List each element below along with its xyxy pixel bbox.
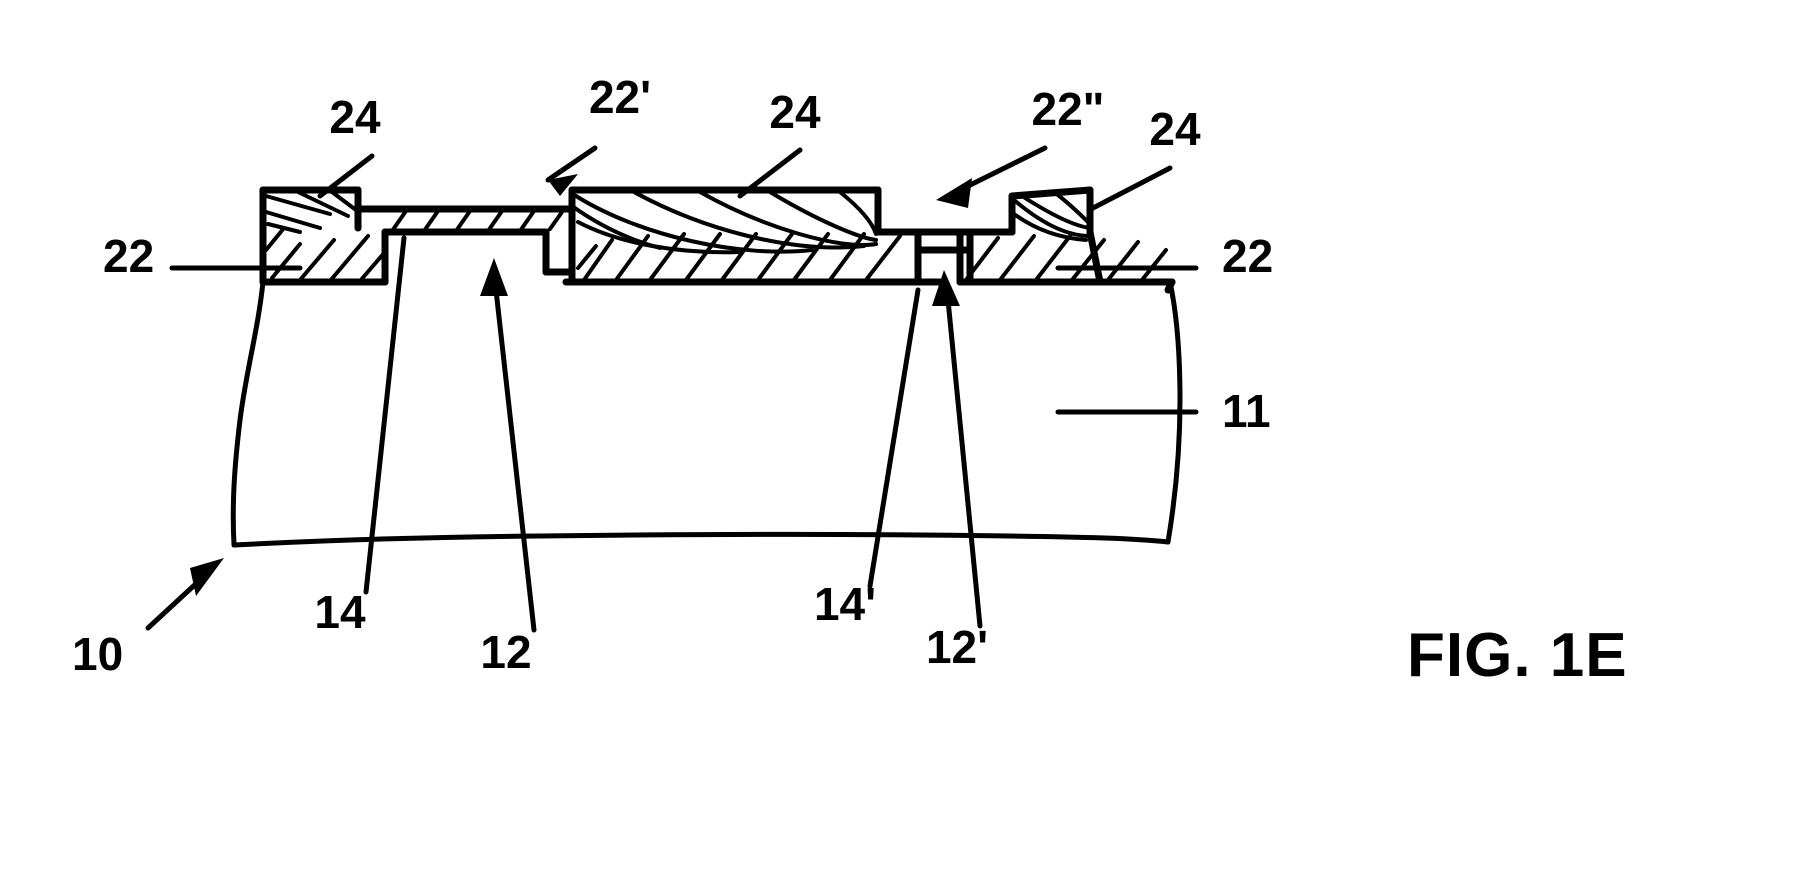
leader-14-prime: [867, 287, 921, 589]
leader-22-prime: [545, 145, 598, 183]
ref-numeral-11: 11: [1222, 385, 1271, 437]
arrowhead-12: [480, 258, 508, 296]
ref-numeral-14: 14: [314, 586, 366, 638]
leader-24-right: [1090, 165, 1173, 211]
ref-numeral-22-dprime: 22": [1032, 83, 1105, 135]
ref-numeral-14-prime: 14': [814, 578, 876, 630]
ref-numeral-12-prime: 12': [926, 621, 988, 673]
leader-24-left: [317, 153, 375, 199]
leader-24-center: [737, 147, 803, 199]
ref-numeral-22-right: 22: [1222, 230, 1273, 282]
ref-numeral-24-center: 24: [769, 86, 821, 138]
ref-numeral-24-right: 24: [1149, 103, 1201, 155]
arrowhead-22-prime: [548, 174, 578, 196]
ref-numeral-24-left: 24: [329, 91, 381, 143]
hatching-layer-22: [264, 209, 1168, 283]
leader-22-dprime: [957, 145, 1048, 193]
leader-14: [363, 235, 407, 595]
arrowhead-22-dprime: [936, 178, 972, 208]
ref-numeral-10: 10: [72, 628, 123, 680]
leader-lines: [145, 145, 1199, 633]
leader-12: [493, 287, 537, 633]
ref-numeral-22-left: 22: [103, 230, 154, 282]
figure-caption: FIG. 1E: [1407, 621, 1628, 690]
leader-12-prime: [945, 297, 983, 629]
ref-numeral-12: 12: [480, 626, 531, 678]
reference-numerals: 24 22' 24 22" 24 22 22 11 14 12 14' 12' …: [72, 71, 1273, 680]
ref-numeral-22-prime: 22': [589, 71, 651, 123]
arrowhead-10: [190, 558, 224, 596]
leader-10: [145, 577, 203, 631]
cap-layer-24: [264, 189, 1092, 255]
substrate-11: [230, 279, 1183, 548]
arrowhead-12-prime: [932, 270, 960, 306]
